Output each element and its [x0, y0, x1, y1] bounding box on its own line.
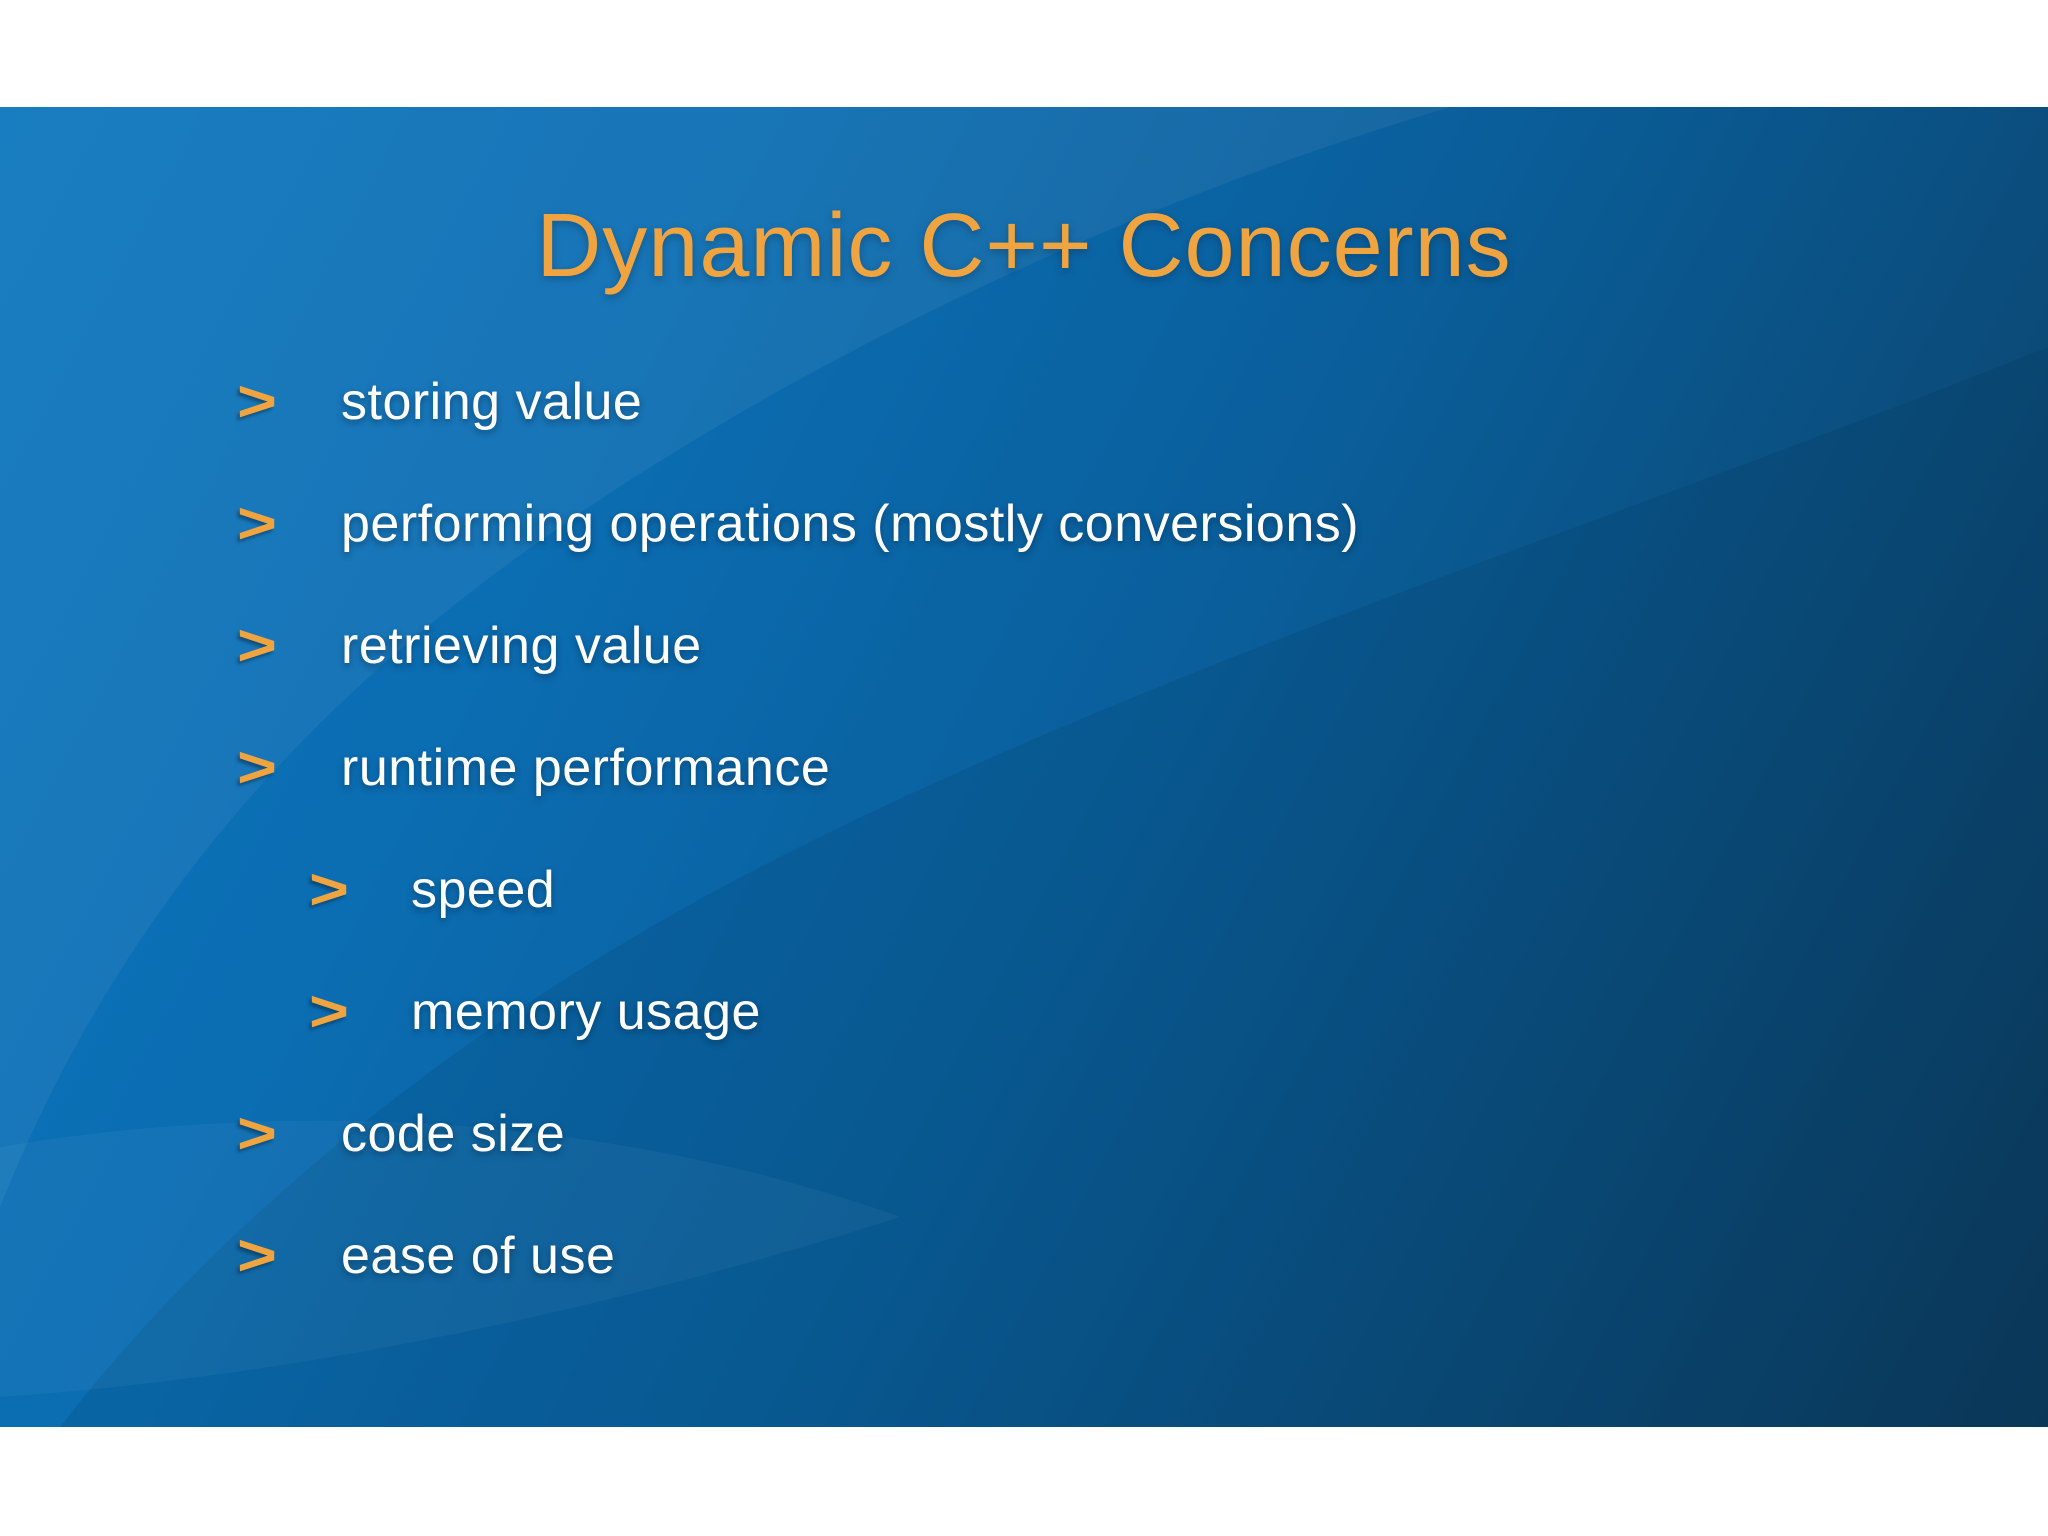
chevron-bullet-icon: >: [237, 1223, 277, 1288]
bullet-label: memory usage: [411, 983, 761, 1041]
bullet-label: code size: [341, 1105, 566, 1163]
chevron-bullet-icon: >: [309, 857, 349, 922]
bullet-item: > code size: [0, 1073, 2048, 1195]
letterbox-top: [0, 0, 2048, 107]
bullet-label: retrieving value: [341, 617, 702, 675]
bullet-label: performing operations (mostly conversion…: [341, 495, 1360, 553]
bullet-label: speed: [411, 861, 556, 919]
bullet-label: ease of use: [341, 1227, 616, 1285]
background-swoosh: [0, 107, 2048, 1427]
bullet-item: > storing value: [0, 341, 2048, 463]
chevron-bullet-icon: >: [237, 735, 277, 800]
chevron-bullet-icon: >: [237, 491, 277, 556]
bullet-item: > ease of use: [0, 1195, 2048, 1317]
chevron-bullet-icon: >: [309, 979, 349, 1044]
bullet-item: > runtime performance: [0, 707, 2048, 829]
bullet-item-sub: > memory usage: [0, 951, 2048, 1073]
bullet-item-sub: > speed: [0, 829, 2048, 951]
bullet-item: > performing operations (mostly conversi…: [0, 463, 2048, 585]
slide-title: Dynamic C++ Concerns: [536, 196, 1512, 296]
bullet-label: runtime performance: [341, 739, 831, 797]
chevron-bullet-icon: >: [237, 369, 277, 434]
bullet-list: > storing value > performing operations …: [0, 341, 2048, 1317]
bullet-label: storing value: [341, 373, 643, 431]
chevron-bullet-icon: >: [237, 1101, 277, 1166]
chevron-bullet-icon: >: [237, 613, 277, 678]
letterbox-bottom: [0, 1427, 2048, 1536]
bullet-item: > retrieving value: [0, 585, 2048, 707]
slide-canvas: Dynamic C++ Concerns > storing value > p…: [0, 107, 2048, 1427]
